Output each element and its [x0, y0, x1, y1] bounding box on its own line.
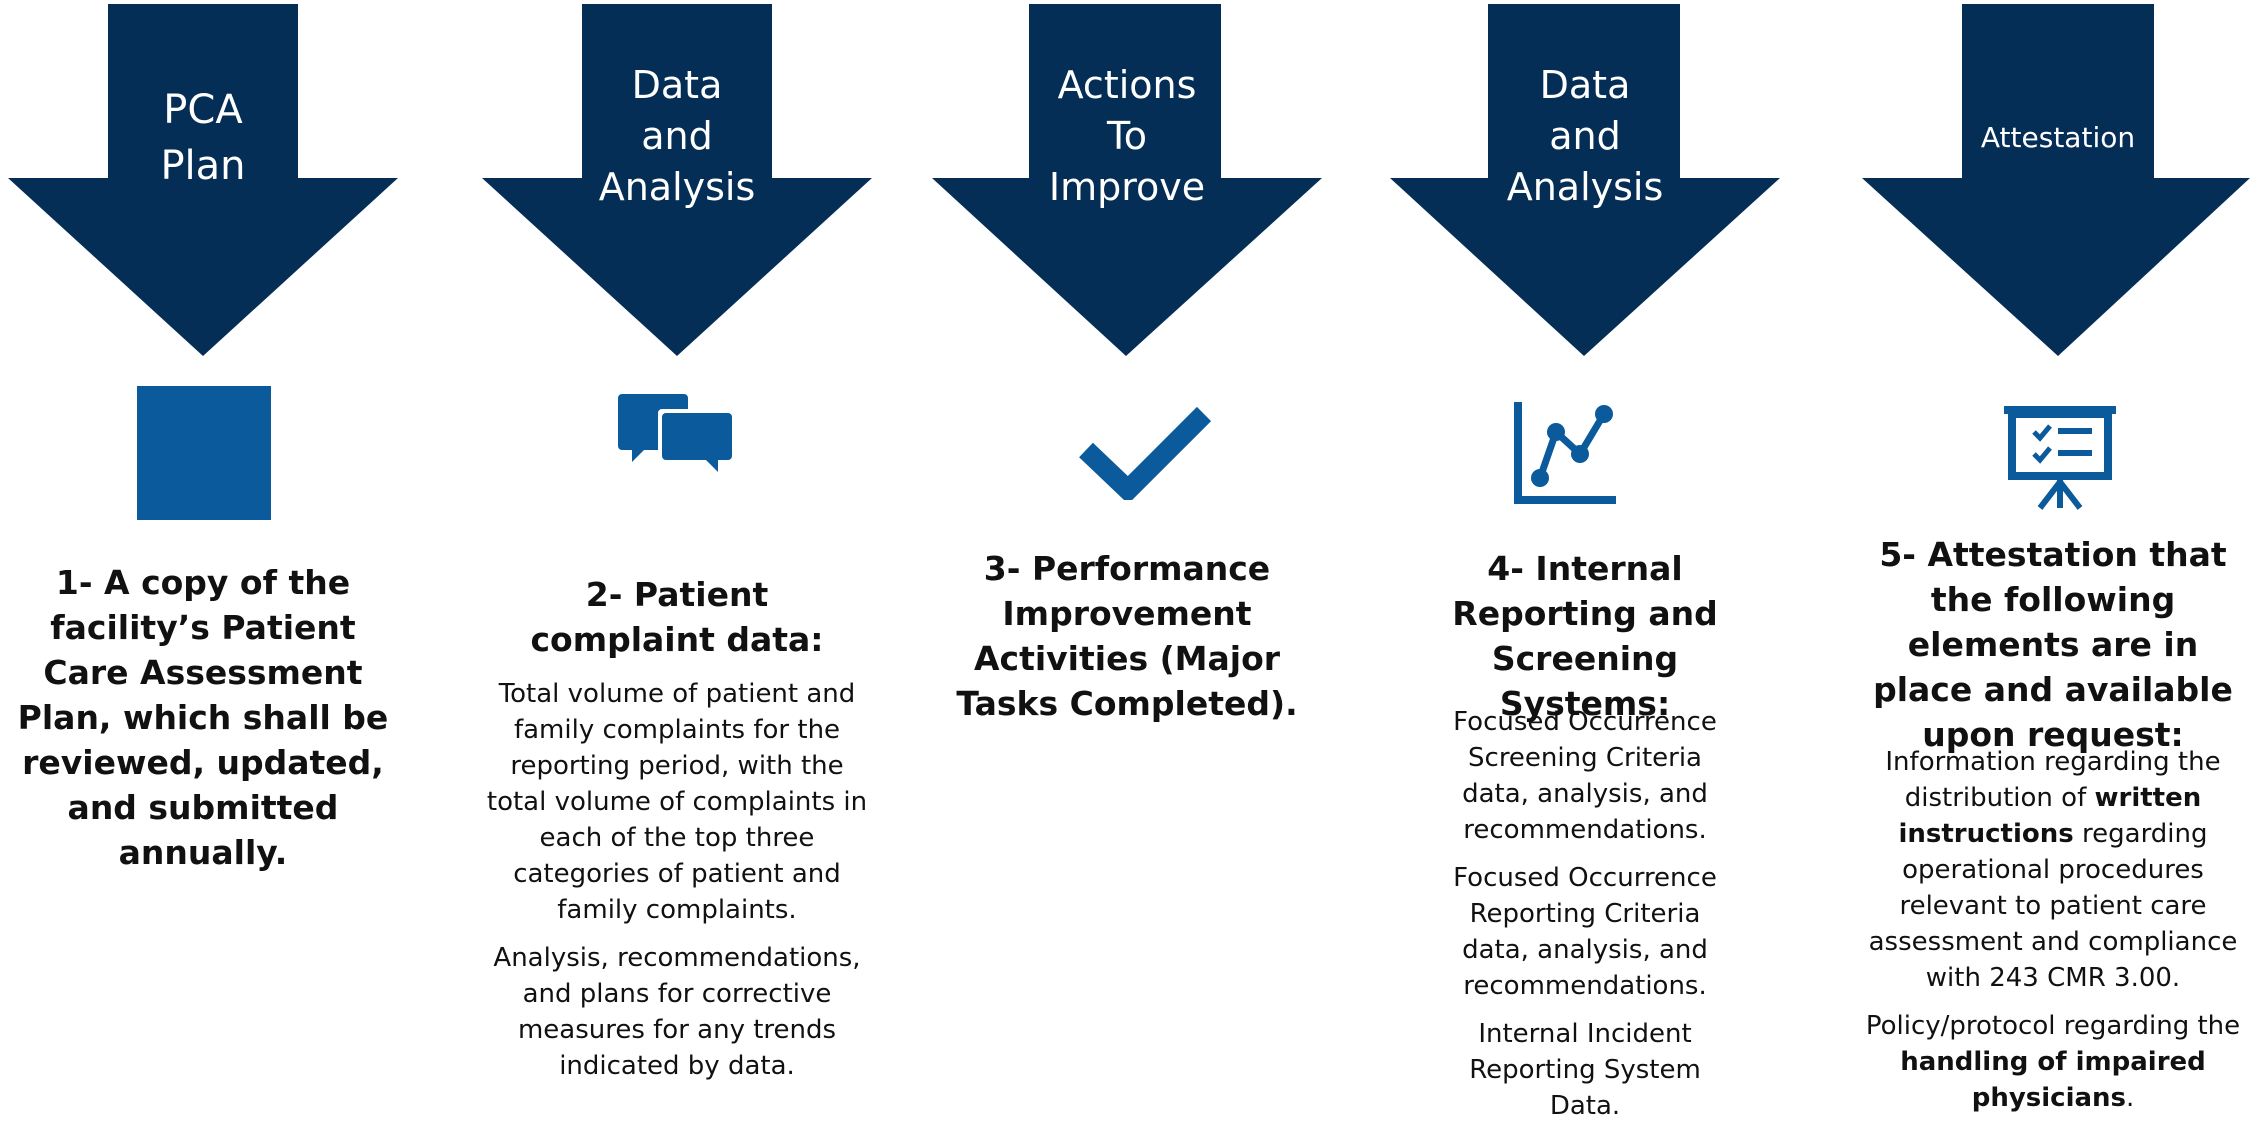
column-heading: 5- Attestation that the following elemen…: [1873, 535, 2233, 754]
text-run: .: [2126, 1083, 2135, 1113]
speech-bubbles-icon: [618, 394, 736, 478]
body-paragraph: Focused Occurrence Reporting Criteria da…: [1453, 863, 1717, 1001]
arrow-attestation: Attestation: [1856, 0, 2250, 356]
body-paragraph: Total volume of patient and family compl…: [486, 679, 868, 925]
column-heading: 2- Patient complaint data:: [530, 575, 824, 659]
column-internal-reporting: Data and Analysis 4- Internal Reporting …: [1390, 0, 1780, 1121]
column-heading: 3- Performance Improvement Activities (M…: [956, 549, 1298, 723]
column-body: Total volume of patient and family compl…: [482, 676, 872, 1096]
column-heading: 1- A copy of the facility’s Patient Care…: [17, 563, 389, 872]
column-body: Focused Occurrence Screening Criteria da…: [1390, 704, 1780, 1136]
body-paragraph: Analysis, recommendations, and plans for…: [493, 943, 861, 1081]
column-pca-plan: PCA Plan 1- A copy of the facility’s Pat…: [8, 0, 398, 1109]
line-chart-icon: [1512, 402, 1616, 506]
arrow-label: PCA Plan: [160, 87, 246, 189]
square-icon: [137, 386, 271, 520]
text-run: Policy/protocol regarding the: [1865, 1011, 2241, 1041]
column-complaint-data: Data and Analysis 2- Patient complaint d…: [482, 0, 872, 1109]
column-heading: 4- Internal Reporting and Screening Syst…: [1452, 549, 1718, 723]
text-run: Information regarding the distribution o…: [1885, 747, 2221, 813]
arrow-data-analysis: Data and Analysis: [1390, 0, 1780, 356]
body-paragraph: Policy/protocol regarding the handling o…: [1864, 1008, 2242, 1116]
column-body: Information regarding the distribution o…: [1856, 744, 2250, 1128]
arrow-label: Data and Analysis: [598, 63, 756, 209]
bold-text-run: written instructions: [1898, 783, 2202, 849]
text-run: regarding operational procedures relevan…: [1868, 819, 2238, 993]
arrow-label: Actions To Improve: [1048, 63, 1206, 209]
body-paragraph: Internal Incident Reporting System Data.: [1469, 1019, 1701, 1121]
column-attestation: Attestation 5- Attestation that the foll…: [1856, 0, 2250, 1113]
checkmark-icon: [1078, 404, 1212, 500]
bold-text-run: handling of impaired physicians: [1900, 1047, 2206, 1113]
arrow-label: Data and Analysis: [1506, 63, 1664, 209]
arrow-pca-plan: PCA Plan: [8, 0, 398, 356]
body-paragraph: Information regarding the distribution o…: [1864, 744, 2242, 996]
arrow-actions-to-improve: Actions To Improve: [932, 0, 1322, 356]
body-paragraph: Focused Occurrence Screening Criteria da…: [1453, 707, 1717, 845]
presentation-board-icon: [2004, 402, 2116, 510]
arrow-label: Attestation: [1980, 121, 2136, 154]
column-performance-improvement: Actions To Improve 3- Performance Improv…: [932, 0, 1322, 1109]
arrow-data-analysis: Data and Analysis: [482, 0, 872, 356]
